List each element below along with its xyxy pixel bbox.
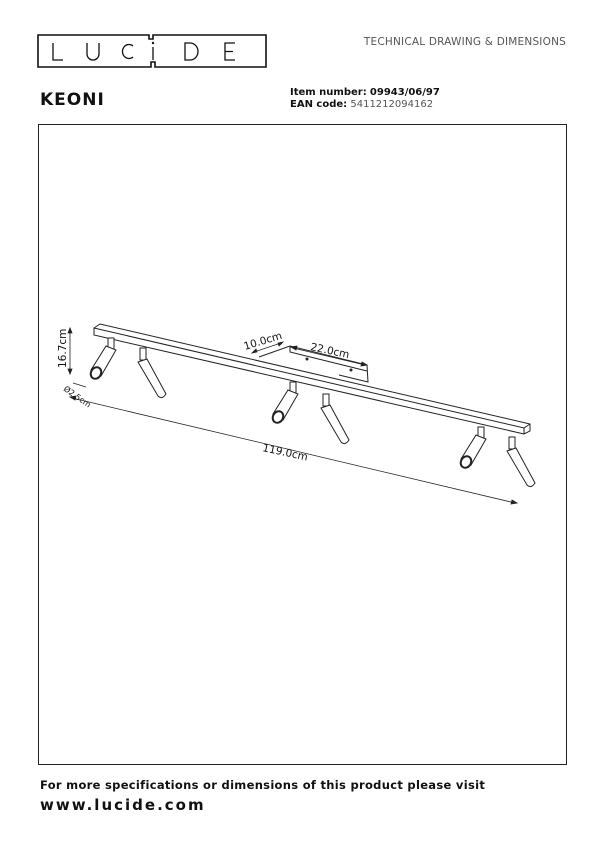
website-link[interactable]: www.lucide.com [40,796,206,814]
item-number: 09943/06/97 [369,87,440,98]
ean-label: EAN code: [290,99,348,110]
spotlight [506,436,536,488]
spotlight [271,381,299,424]
document-type: TECHNICAL DRAWING & DIMENSIONS [363,36,566,48]
height-dimension: 16.7cm [57,329,69,368]
spotlight [459,426,487,469]
length-dimension: 119.0cm [261,442,309,463]
drawing-frame [38,124,567,765]
technical-drawing: 16.7cm Ø2.5cm 10.0cm 22.0cm 119.0cm [57,323,536,505]
product-name: KEONI [40,90,105,110]
footer-note: For more specifications or dimensions of… [40,778,486,792]
spotlight [89,337,117,380]
item-number-label: Item number: [290,87,367,98]
spotlight [320,393,350,445]
lucide-logo [37,34,267,68]
diameter-dimension: Ø2.5cm [62,383,93,409]
spotlight [137,347,167,399]
product-info: Item number: 09943/06/97 EAN code: 54112… [290,87,440,111]
ean-code: 5411212094162 [350,99,434,110]
